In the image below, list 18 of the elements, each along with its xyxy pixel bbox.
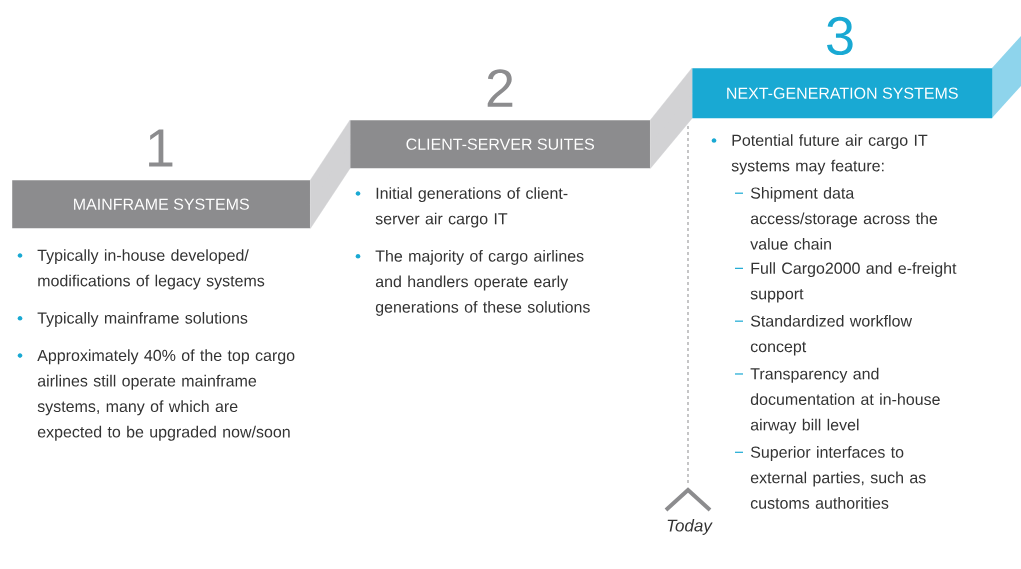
step-number: 2 <box>487 69 513 107</box>
step-box: CLIENT-SERVER SUITES <box>350 120 651 169</box>
connector-band <box>650 67 693 169</box>
bullet-item: Standardized workflow concept <box>735 314 913 356</box>
bullet-item: Potential future air cargo IT systems may feature: <box>711 134 928 175</box>
step-number: 1 <box>149 129 173 167</box>
bullet-item: Transparency and documentation at in-house airway bill level <box>735 367 940 434</box>
bullet-item: Shipment data access/storage across the value chain <box>735 187 938 250</box>
bullet-item: Approximately 40% of the top cargo airlines still operate mainframe systems, many of which are expected to be upgraded now/soon <box>17 349 295 441</box>
connector-band <box>310 119 351 229</box>
bullet-item: Superior interfaces to external parties, such as customs authorities <box>735 446 926 509</box>
bullet-item: Initial generations of client-server air cargo IT <box>355 187 568 228</box>
step-box: MAINFRAME SYSTEMS <box>12 180 311 229</box>
bullet-item: The majority of cargo airlines and handlers operate early generations of these solutions <box>355 250 590 316</box>
bullet-item: Full Cargo2000 and e-freight support <box>735 262 957 303</box>
today-label: Today <box>667 519 713 535</box>
bullet-item: Typically mainframe solutions <box>17 312 248 327</box>
bullet-item: Typically in-house developed/ modifications of legacy systems <box>17 249 265 290</box>
